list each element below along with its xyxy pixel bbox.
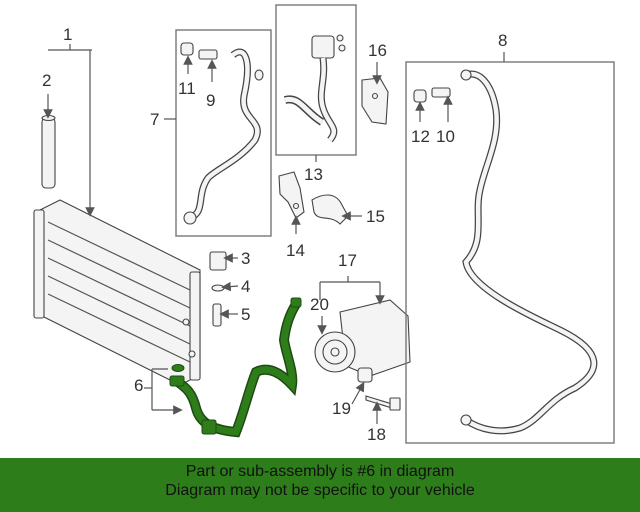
part-18-bolt[interactable] <box>365 395 401 411</box>
callout-2[interactable]: 2 <box>42 71 51 90</box>
part-6-oring[interactable] <box>171 364 185 372</box>
compressor-17[interactable] <box>314 299 411 377</box>
part-3-sensor[interactable] <box>209 251 227 271</box>
group-box-8 <box>405 61 615 444</box>
part-12-cap[interactable] <box>413 89 427 103</box>
callout-15[interactable]: 15 <box>366 207 385 226</box>
receiver-drier[interactable] <box>41 114 56 189</box>
part-9-valve[interactable] <box>198 49 218 60</box>
bracket-16[interactable] <box>361 77 389 125</box>
callout-8[interactable]: 8 <box>498 31 507 50</box>
part-19-plug[interactable] <box>357 367 373 383</box>
callout-18[interactable]: 18 <box>367 425 386 444</box>
callout-7[interactable]: 7 <box>150 110 159 129</box>
group-box-7 <box>175 29 272 237</box>
info-banner: Part or sub-assembly is #6 in diagram Di… <box>0 458 640 512</box>
callout-14[interactable]: 14 <box>286 241 305 260</box>
callout-16[interactable]: 16 <box>368 41 387 60</box>
group-box-13 <box>275 4 357 156</box>
highlighted-part-6-hose[interactable] <box>169 297 302 438</box>
part-10-valve[interactable] <box>431 87 451 98</box>
bracket-14[interactable] <box>278 171 305 219</box>
parts-diagram: 1 2 11 9 7 13 16 14 <box>33 4 615 444</box>
callout-13[interactable]: 13 <box>304 165 323 184</box>
callout-4[interactable]: 4 <box>241 277 250 296</box>
callout-10[interactable]: 10 <box>436 127 455 146</box>
callout-17[interactable]: 17 <box>338 251 357 270</box>
part-5-valve-core[interactable] <box>212 303 222 327</box>
callout-3[interactable]: 3 <box>241 249 250 268</box>
callout-1[interactable]: 1 <box>63 25 72 44</box>
callout-9[interactable]: 9 <box>206 91 215 110</box>
callout-12[interactable]: 12 <box>411 127 430 146</box>
callout-19[interactable]: 19 <box>332 399 351 418</box>
suction-hose-8[interactable] <box>460 69 598 435</box>
callout-11[interactable]: 11 <box>178 79 196 98</box>
condenser-assembly[interactable] <box>33 199 201 386</box>
part-4-oring[interactable] <box>211 284 225 292</box>
hose-13[interactable] <box>283 34 346 143</box>
banner-line-1: Part or sub-assembly is #6 in diagram <box>185 463 455 480</box>
pressure-hose-7[interactable] <box>183 48 264 225</box>
banner-line-2: Diagram may not be specific to your vehi… <box>165 482 475 499</box>
callout-5[interactable]: 5 <box>241 305 250 324</box>
callout-20[interactable]: 20 <box>310 295 329 314</box>
bracket-15[interactable] <box>311 194 349 225</box>
callout-6[interactable]: 6 <box>134 376 143 395</box>
part-11-cap[interactable] <box>180 42 194 56</box>
